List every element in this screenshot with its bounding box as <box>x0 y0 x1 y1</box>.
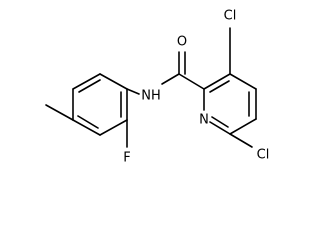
bond-b4-methyl <box>45 104 74 121</box>
chemical-structure-diagram: Cl O NH N Cl F <box>45 9 269 166</box>
bond-b2-b3 <box>99 119 128 136</box>
bond-c2-c3-inner <box>209 80 230 93</box>
atom-cl-bottom: Cl <box>257 148 270 163</box>
bond-b5-b6 <box>72 73 101 90</box>
atom-amide-nh: NH <box>141 89 161 104</box>
bond-c6-n-inner <box>211 116 229 128</box>
atom-cl-top: Cl <box>224 9 237 24</box>
bond-c3-c4 <box>229 73 257 90</box>
bond-c5-c6 <box>229 118 257 135</box>
bond-b6-b1 <box>99 73 128 90</box>
atom-oxygen: O <box>177 35 187 50</box>
bond-c6-cl <box>229 133 253 148</box>
bond-c6-n <box>209 121 231 135</box>
bond-b3-b4-inner <box>77 115 99 129</box>
bond-c2-c3 <box>203 73 231 90</box>
bond-n-aryl <box>126 88 140 95</box>
atom-pyridine-n: N <box>199 113 209 128</box>
bond-carbonyl-n <box>161 73 180 85</box>
bonds <box>45 27 257 148</box>
bond-c2-carbonyl <box>178 73 205 90</box>
atom-labels: Cl O NH N Cl F <box>123 9 269 166</box>
bond-b5-b6-inner <box>78 79 101 93</box>
atom-fluorine: F <box>123 151 130 166</box>
bond-b3-b4 <box>72 119 101 136</box>
